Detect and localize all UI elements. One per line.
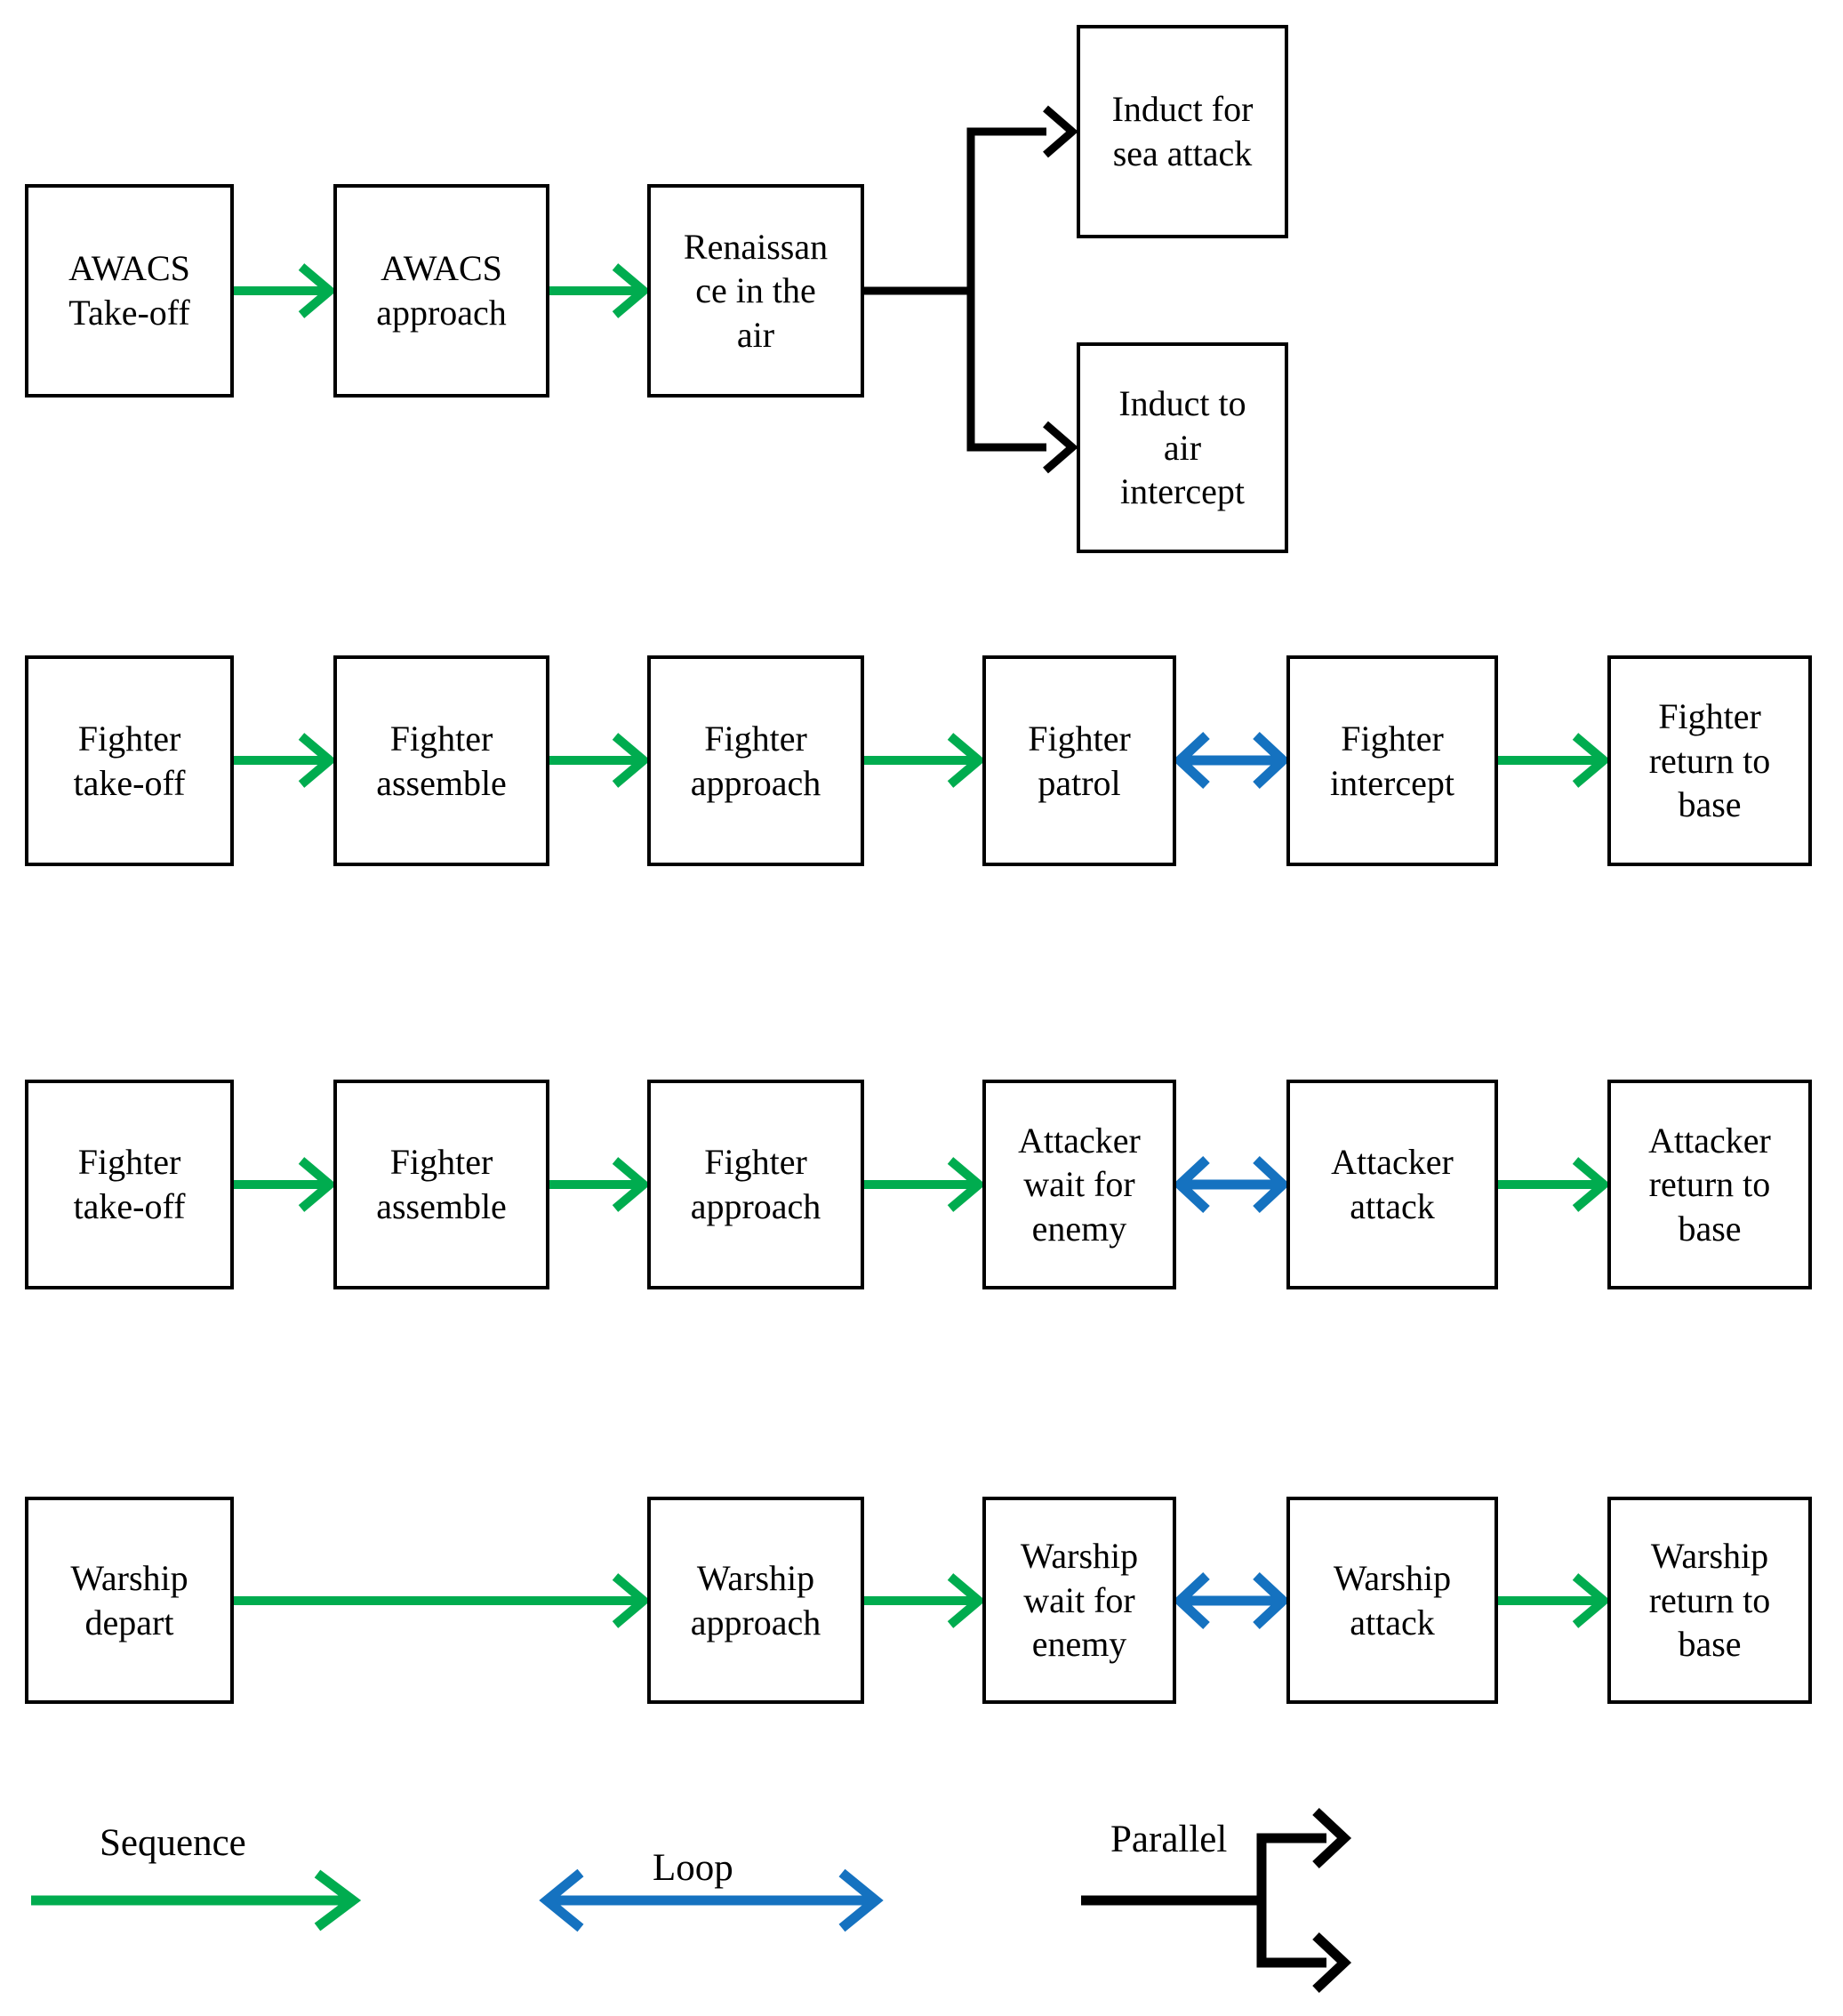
loop-arrow	[1172, 1155, 1291, 1214]
sequence-arrow	[1498, 1573, 1611, 1628]
node-attacker-attack: Attacker attack	[1286, 1080, 1498, 1289]
sequence-arrow	[234, 1157, 337, 1212]
node-fighter-approach-1: Fighter approach	[647, 655, 864, 866]
node-attacker-return-to-base: Attacker return to base	[1607, 1080, 1812, 1289]
node-warship-return-to-base: Warship return to base	[1607, 1497, 1812, 1704]
legend-label-parallel: Parallel	[1110, 1819, 1228, 1860]
sequence-arrow	[1498, 1157, 1611, 1212]
parallel-fork	[864, 105, 1078, 474]
loop-arrow	[1172, 1571, 1291, 1630]
node-fighter-takeoff-2: Fighter take-off	[25, 1080, 234, 1289]
sequence-arrow	[1498, 733, 1611, 788]
legend-label-sequence: Sequence	[100, 1822, 246, 1864]
node-warship-attack: Warship attack	[1286, 1497, 1498, 1704]
sequence-arrow	[234, 1573, 651, 1628]
node-fighter-takeoff-1: Fighter take-off	[25, 655, 234, 866]
sequence-arrow	[549, 733, 651, 788]
legend-loop-arrow	[539, 1868, 884, 1932]
node-fighter-return-to-base: Fighter return to base	[1607, 655, 1812, 866]
node-awacs-takeoff: AWACS Take-off	[25, 184, 234, 398]
node-fighter-intercept: Fighter intercept	[1286, 655, 1498, 866]
node-fighter-assemble-1: Fighter assemble	[333, 655, 549, 866]
node-induct-to-air-intercept: Induct to air intercept	[1077, 342, 1288, 553]
node-warship-depart: Warship depart	[25, 1497, 234, 1704]
sequence-arrow	[864, 1157, 986, 1212]
node-warship-wait-for-enemy: Warship wait for enemy	[982, 1497, 1176, 1704]
legend-sequence-arrow	[31, 1869, 362, 1932]
node-induct-for-sea-attack: Induct for sea attack	[1077, 25, 1288, 238]
node-warship-approach: Warship approach	[647, 1497, 864, 1704]
sequence-arrow	[549, 263, 651, 318]
sequence-arrow	[549, 1157, 651, 1212]
node-fighter-approach-2: Fighter approach	[647, 1080, 864, 1289]
sequence-arrow	[864, 1573, 986, 1628]
node-attacker-wait-for-enemy: Attacker wait for enemy	[982, 1080, 1176, 1289]
legend-label-loop: Loop	[653, 1847, 733, 1889]
sequence-arrow	[864, 733, 986, 788]
node-fighter-assemble-2: Fighter assemble	[333, 1080, 549, 1289]
node-awacs-approach: AWACS approach	[333, 184, 549, 398]
sequence-arrow	[234, 733, 337, 788]
node-fighter-patrol: Fighter patrol	[982, 655, 1176, 866]
loop-arrow	[1172, 731, 1291, 790]
sequence-arrow	[234, 263, 337, 318]
node-renaissance-in-the-air: Renaissan ce in the air	[647, 184, 864, 398]
legend-parallel-fork	[1081, 1807, 1352, 1994]
